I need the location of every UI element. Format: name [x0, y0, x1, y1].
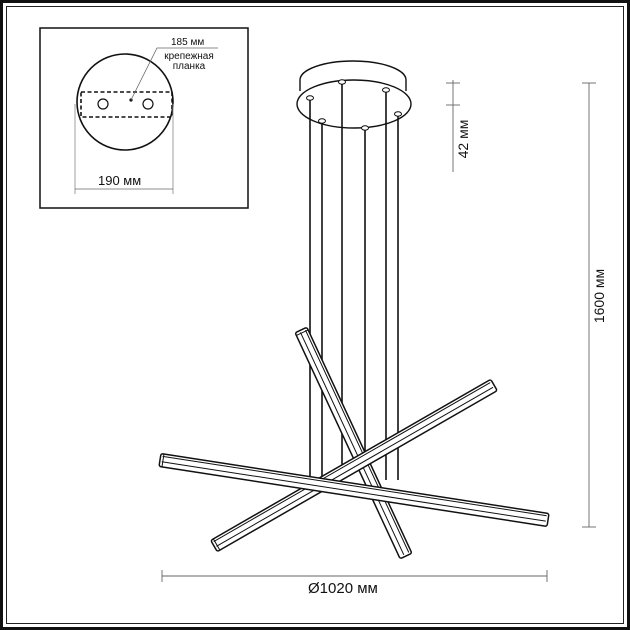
rising-bar	[210, 379, 498, 552]
diameter-label: Ø1020 мм	[308, 580, 378, 597]
mounting-plate-outline	[80, 91, 173, 118]
suspension-wires	[306, 79, 402, 480]
inset-border	[39, 27, 249, 209]
canopy-base	[296, 79, 412, 129]
leader-dimension-label: 185 мм	[171, 37, 205, 48]
wire-anchor	[361, 125, 369, 131]
diameter-dimension	[161, 570, 548, 582]
mounting-plate-label-line2: планка	[172, 61, 206, 72]
long-bar	[158, 453, 550, 527]
canopy-width-label: 190 мм	[98, 173, 142, 188]
canopy-height-dimension	[446, 80, 460, 172]
wire-anchor	[306, 95, 314, 101]
leader-line	[130, 47, 218, 101]
wire-anchor	[382, 87, 390, 93]
wire-anchor	[394, 111, 402, 117]
wire-anchor	[318, 118, 326, 124]
inset-canopy-top-view	[39, 27, 249, 209]
light-bars	[158, 327, 550, 559]
canopy-circle	[76, 53, 174, 151]
canopy-height-label: 42 мм	[455, 119, 471, 159]
canopy-side-view	[296, 60, 412, 129]
mounting-hole-left	[97, 98, 109, 110]
mounting-plate-label: крепежная планка	[163, 52, 215, 72]
total-height-label: 1600 мм	[591, 268, 607, 324]
mounting-plate-label-line1: крепежная	[164, 51, 214, 62]
mounting-hole-right	[142, 98, 154, 110]
total-height-dimension	[582, 82, 596, 528]
drawing-frame-inner	[6, 6, 624, 624]
wire-anchor	[338, 79, 346, 85]
